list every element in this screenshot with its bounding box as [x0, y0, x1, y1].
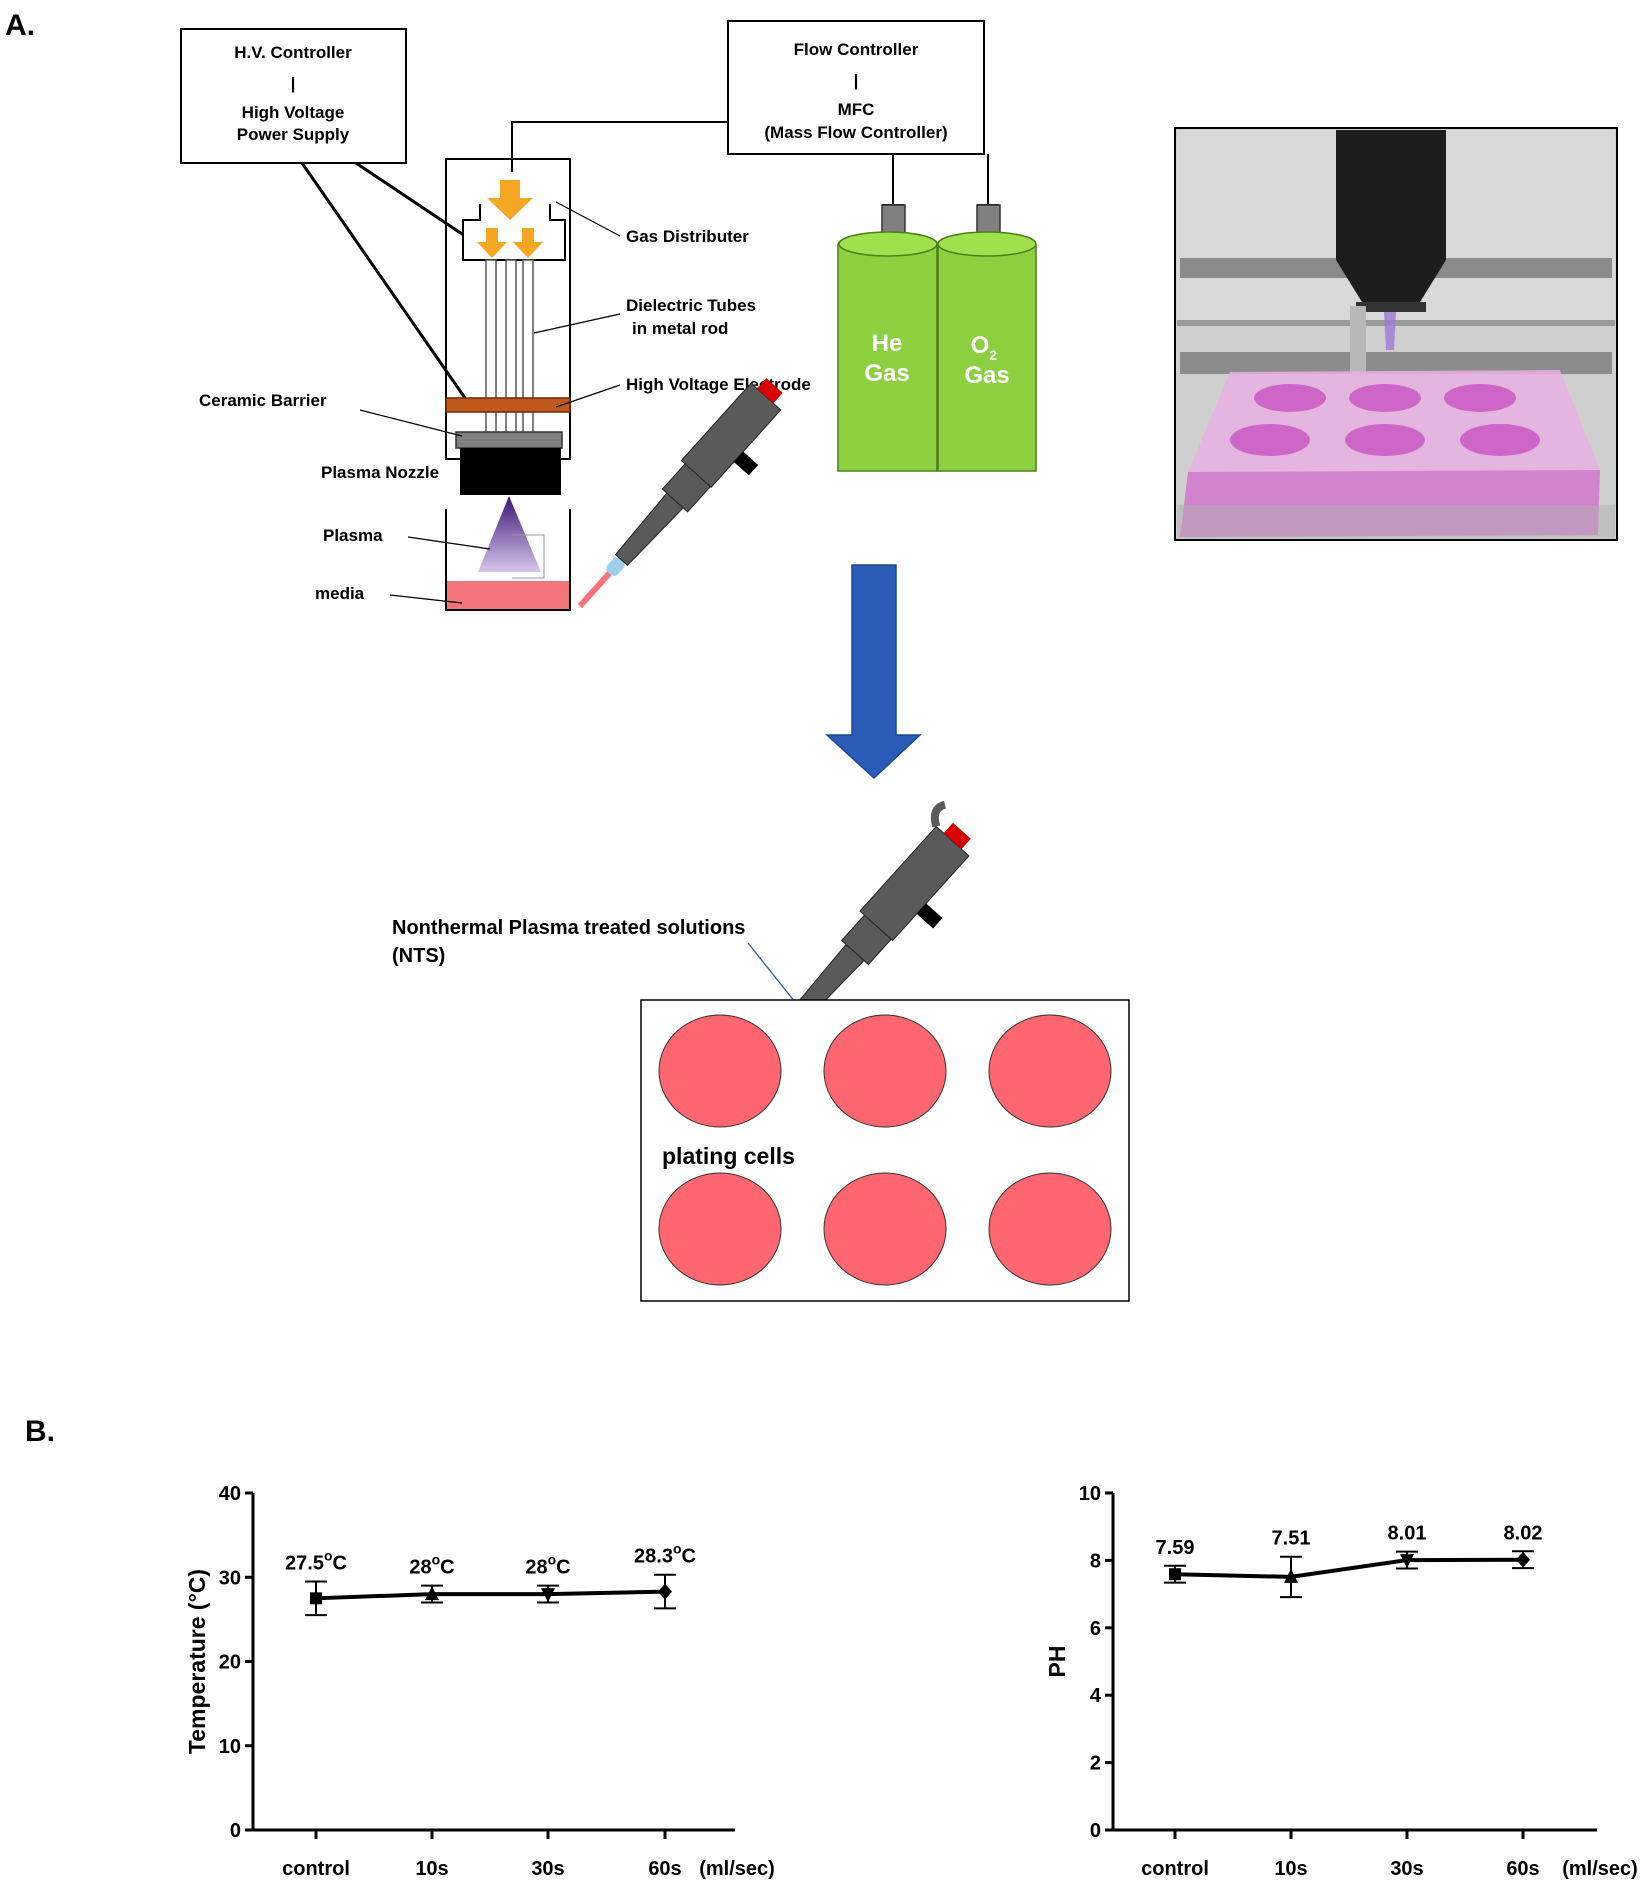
x-tick-label: 30s: [531, 1858, 564, 1880]
hv-controller-box: H.V. Controller | High Voltage Power Sup…: [180, 28, 407, 164]
pipette-top: [577, 378, 783, 609]
y-tick-label: 40: [219, 1483, 241, 1505]
x-tick-label: control: [282, 1858, 350, 1880]
plating-cells-label: plating cells: [662, 1143, 795, 1169]
flow-box-line2: MFC: [838, 100, 875, 119]
gas-cylinder-o2: O 2 Gas: [937, 204, 1037, 472]
flow-box-line1: Flow Controller: [794, 40, 919, 59]
value-label: 8.01: [1388, 1523, 1427, 1545]
y-tick-label: 30: [219, 1567, 241, 1589]
hv-box-sep: |: [291, 74, 296, 93]
series-line: [315, 1589, 666, 1601]
flow-controller-box: Flow Controller | MFC (Mass Flow Control…: [727, 20, 985, 155]
value-label: 28.3oC: [634, 1541, 696, 1568]
well: [823, 1014, 947, 1128]
temperature-chart: 0 10 20 30 40 control 10s 30s 60s (ml/sec) Tempera…: [184, 1483, 775, 1880]
nts-line2: (NTS): [392, 945, 445, 967]
he-line1: He: [872, 330, 903, 357]
well: [988, 1172, 1112, 1286]
y-tick-label: 8: [1090, 1550, 1101, 1572]
label-dielectric-1: Dielectric Tubes: [626, 296, 756, 315]
data-point-square: [1169, 1568, 1181, 1581]
apparatus-photo: [1174, 127, 1618, 541]
y-tick-label: 2: [1090, 1753, 1101, 1775]
dielectric-tube: [485, 259, 497, 444]
well: [658, 1172, 782, 1286]
cylinder-gas-lines: [882, 154, 999, 206]
value-label: 7.51: [1272, 1528, 1311, 1550]
ph-chart: 0 2 4 6 8 10 control 10s 30s 60s (ml/sec) PH 7.59 7.5…: [1044, 1483, 1638, 1880]
value-label: 27.5oC: [285, 1547, 347, 1574]
x-unit-label: (ml/sec): [1562, 1858, 1638, 1880]
label-gas-distributer: Gas Distributer: [626, 227, 749, 246]
y-tick-label: 10: [1079, 1483, 1101, 1505]
label-plasma: Plasma: [323, 526, 383, 545]
data-point-triangle-down: [541, 1588, 555, 1603]
y-tick-label: 20: [219, 1652, 241, 1674]
nts-line1: Nonthermal Plasma treated solutions: [392, 917, 745, 939]
label-dielectric-2: in metal rod: [632, 319, 728, 338]
gas-arrows: [477, 180, 543, 258]
o2-line2: Gas: [964, 362, 1009, 389]
o2-line1: O: [971, 332, 990, 359]
value-label: 8.02: [1504, 1522, 1543, 1544]
y-tick-label: 0: [230, 1820, 241, 1842]
x-tick-label: 30s: [1390, 1858, 1423, 1880]
nts-pointer: [747, 942, 796, 1003]
media-liquid: [447, 581, 569, 609]
flow-box-sep: |: [854, 71, 859, 90]
well: [823, 1172, 947, 1286]
label-plasma-nozzle: Plasma Nozzle: [321, 463, 439, 482]
y-tick-label: 6: [1090, 1618, 1101, 1640]
label-hv-electrode: High Voltage Electrode: [626, 375, 811, 394]
flow-box-line3: (Mass Flow Controller): [764, 123, 947, 142]
y-tick-label: 10: [219, 1736, 241, 1758]
x-tick-label: 10s: [1274, 1858, 1307, 1880]
y-axis-label: Temperature (°C): [184, 1569, 210, 1754]
process-arrow: [825, 564, 922, 780]
x-tick-label: 60s: [648, 1858, 681, 1880]
x-tick-label: 10s: [415, 1858, 448, 1880]
ceramic-barrier: [445, 397, 571, 413]
nozzle-plate: [455, 431, 563, 449]
plasma-device: [445, 158, 571, 495]
hv-box-line1: H.V. Controller: [234, 43, 352, 62]
plasma-nozzle: [460, 448, 561, 495]
y-axis-label: PH: [1044, 1646, 1070, 1678]
panel-b-label: B.: [25, 1415, 55, 1448]
o2-sub: 2: [989, 347, 997, 363]
well: [658, 1014, 782, 1128]
x-tick-label: 60s: [1506, 1858, 1539, 1880]
label-ceramic-barrier: Ceramic Barrier: [199, 391, 327, 410]
data-point-triangle-up: [425, 1586, 439, 1601]
data-point-diamond: [1516, 1551, 1530, 1568]
x-unit-label: (ml/sec): [699, 1858, 775, 1880]
panel-a-label: A.: [5, 9, 35, 42]
data-point-triangle-down: [1400, 1554, 1414, 1569]
gas-cylinder-he: He Gas: [837, 204, 938, 472]
well: [988, 1014, 1112, 1128]
data-point-diamond: [658, 1583, 672, 1600]
media-container: [445, 496, 571, 611]
y-tick-label: 0: [1090, 1820, 1101, 1842]
dielectric-tube: [505, 259, 517, 444]
label-media: media: [315, 584, 365, 603]
gas-line: [511, 121, 728, 172]
hv-cables: [300, 161, 478, 399]
value-label: 7.59: [1156, 1537, 1195, 1559]
data-point-square: [310, 1592, 322, 1605]
value-label: 28oC: [409, 1552, 454, 1579]
value-label: 28oC: [525, 1552, 570, 1579]
well-plate: plating cells: [640, 999, 1130, 1302]
x-tick-label: control: [1141, 1858, 1209, 1880]
series-line: [1174, 1557, 1524, 1579]
y-tick-label: 4: [1090, 1685, 1102, 1707]
he-line2: Gas: [864, 360, 909, 387]
dielectric-tube: [522, 259, 534, 444]
plasma-jet: [478, 496, 541, 572]
hv-box-line2: High Voltage: [242, 103, 345, 122]
hv-box-line3: Power Supply: [237, 125, 350, 144]
data-point-triangle-up: [1284, 1568, 1298, 1583]
